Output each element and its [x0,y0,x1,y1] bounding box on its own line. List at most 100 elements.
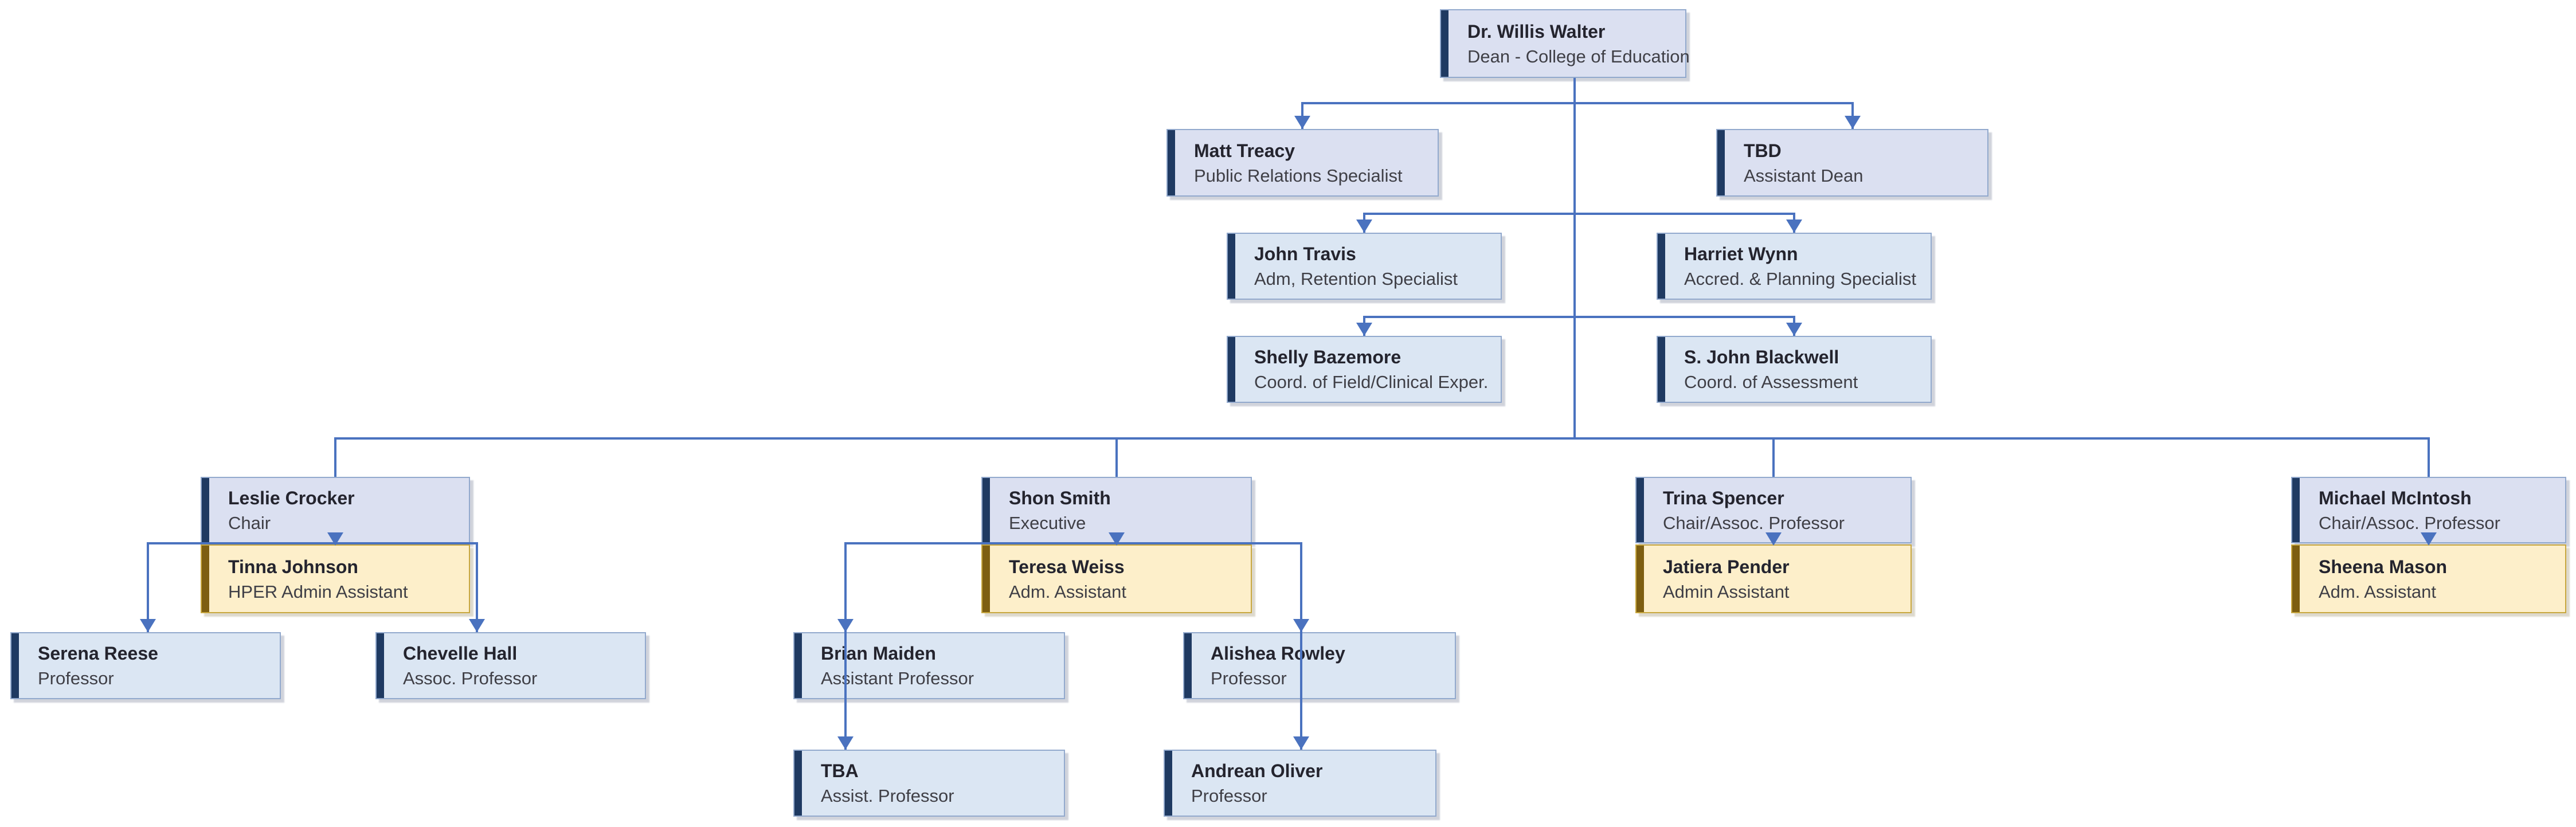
accent-bar [1658,234,1665,299]
accent-bar [11,633,19,698]
connector-arrow-down-icon [1294,116,1310,129]
connector-line-vertical [2428,438,2430,477]
person-name: Matt Treacy [1194,140,1295,161]
person-title: Assistant Professor [821,668,974,688]
person-name: Tinna Johnson [228,556,358,577]
person-title: Chair [228,512,271,533]
person-title: Dean - College of Education [1467,46,1690,66]
accent-bar [1637,546,1644,612]
person-name: Brian Maiden [821,643,936,664]
person-name: Chevelle Hall [403,643,518,664]
connector-arrow-down-icon [2421,532,2437,546]
person-title: Coord. of Field/Clinical Exper. [1254,372,1489,392]
accent-bar [1165,751,1172,816]
accent-bar [1658,337,1665,402]
connector-line-vertical [334,438,336,477]
accent-bar [1717,130,1725,195]
org-box-tba[interactable]: TBA Assist. Professor [793,750,1065,817]
connector-arrow-down-icon [469,619,485,632]
connector-line-vertical [147,543,149,632]
connector-line-horizontal [334,437,2430,440]
connector-line-horizontal [1301,102,1854,104]
accent-bar [1184,633,1192,698]
org-box-tbd[interactable]: TBD Assistant Dean [1716,129,1988,197]
person-title: Coord. of Assessment [1684,372,1858,392]
accent-bar [1228,337,1235,402]
connector-line-horizontal [1363,316,1795,318]
connector-line-horizontal [147,542,478,544]
connector-arrow-down-icon [1293,619,1309,632]
person-title: Chair/Assoc. Professor [2319,512,2500,533]
person-name: Harriet Wynn [1684,244,1798,264]
person-title: Admin Assistant [1663,581,1790,602]
accent-bar [2292,478,2300,542]
person-name: Leslie Crocker [228,487,355,508]
person-name: Dr. Willis Walter [1467,21,1606,42]
person-name: TBD [1744,140,1782,161]
person-name: Andrean Oliver [1191,761,1323,781]
accent-bar [202,478,209,542]
person-title: Assoc. Professor [403,668,538,688]
person-name: S. John Blackwell [1684,347,1839,367]
connector-line-vertical [476,543,478,632]
connector-line-vertical [1573,78,1576,438]
connector-line-vertical [844,543,847,750]
connector-line-vertical [1300,543,1302,750]
accent-bar [2292,546,2300,612]
person-name: Alishea Rowley [1211,643,1345,664]
connector-arrow-down-icon [1845,116,1861,129]
person-name: Shelly Bazemore [1254,347,1401,367]
accent-bar [377,633,384,698]
person-name: John Travis [1254,244,1356,264]
person-title: Professor [1211,668,1287,688]
person-title: Executive [1009,512,1086,533]
accent-bar [1441,10,1448,77]
person-title: Assistant Dean [1744,165,1864,186]
person-title: Professor [38,668,114,688]
person-title: Public Relations Specialist [1194,165,1403,186]
connector-arrow-down-icon [1293,736,1309,750]
person-name: Michael McIntosh [2319,487,2472,508]
accent-bar [1228,234,1235,299]
person-name: Shon Smith [1009,487,1111,508]
accent-bar [1168,130,1175,195]
person-name: Sheena Mason [2319,556,2448,577]
connector-arrow-down-icon [1109,532,1125,546]
connector-arrow-down-icon [1786,220,1802,233]
person-name: TBA [821,761,859,781]
connector-arrow-down-icon [837,619,854,632]
person-title: Professor [1191,786,1267,806]
person-title: Chair/Assoc. Professor [1663,512,1845,533]
person-name: Trina Spencer [1663,487,1784,508]
connector-line-horizontal [1363,213,1795,215]
person-name: Serena Reese [38,643,158,664]
connector-arrow-down-icon [837,736,854,750]
person-title: Assist. Professor [821,786,954,806]
connector-arrow-down-icon [1356,220,1372,233]
accent-bar [982,546,990,612]
connector-arrow-down-icon [140,619,156,632]
accent-bar [982,478,990,542]
connector-line-vertical [1772,438,1775,477]
connector-arrow-down-icon [1356,323,1372,336]
connector-arrow-down-icon [327,532,343,546]
